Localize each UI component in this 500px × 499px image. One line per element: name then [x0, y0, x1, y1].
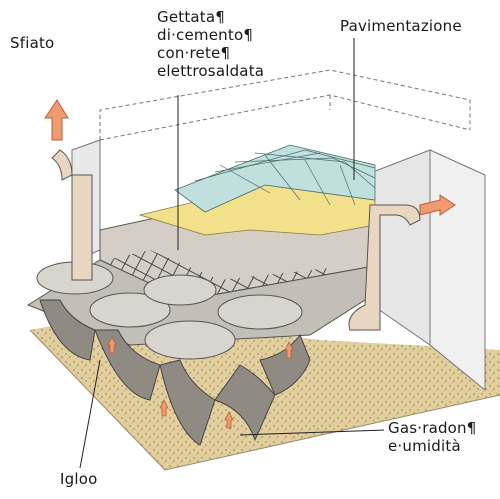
leader-gas [239, 429, 385, 436]
label-sfiato: Sfiato [10, 34, 55, 52]
label-gas-line: Gas·radon¶ [388, 419, 477, 437]
label-gettata-line: elettrosaldata [157, 62, 265, 80]
label-gas-line: e·umidità [388, 437, 461, 455]
leader-igloo [79, 359, 101, 469]
label-pavimentazione: Pavimentazione [340, 17, 462, 35]
gas-arrows [107, 336, 294, 429]
label-gettata: Gettata¶ di·cemento¶ con·rete¶ elettrosa… [157, 8, 264, 80]
igloo-dome [217, 294, 303, 330]
floor-tiles [174, 144, 376, 213]
igloo-dome [143, 274, 217, 306]
igloo-dome [89, 292, 171, 328]
igloo-arches [39, 299, 311, 446]
right-vent-pipe [348, 194, 456, 331]
left-vent-pipe [44, 99, 93, 281]
label-gettata-line: con·rete¶ [157, 44, 231, 62]
label-gettata-line: Gettata¶ [157, 8, 226, 26]
label-igloo: Igloo [60, 470, 98, 488]
tile-grid-lines [194, 149, 376, 206]
dashed-outline [99, 69, 471, 141]
leader-lines [79, 38, 385, 469]
label-gettata-line: di·cemento¶ [157, 26, 254, 44]
label-gas-radon: Gas·radon¶ e·umidità [388, 419, 477, 455]
gravel-edge [29, 329, 500, 471]
igloo-dome [144, 320, 236, 360]
